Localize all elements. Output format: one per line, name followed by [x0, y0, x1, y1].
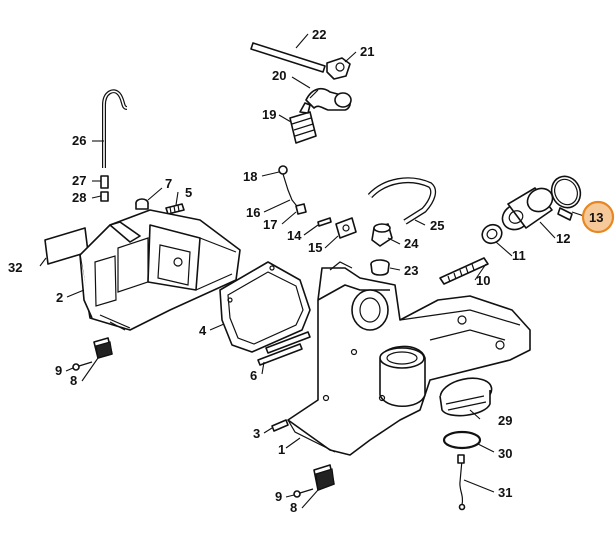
- callout-29[interactable]: 29: [498, 413, 512, 428]
- part-9-screw-lower[interactable]: [293, 488, 314, 498]
- callout-8-lower[interactable]: 8: [290, 500, 297, 515]
- callout-16[interactable]: 16: [246, 205, 260, 220]
- callout-23[interactable]: 23: [404, 263, 418, 278]
- highlight-ring: [581, 200, 615, 234]
- part-7-plug[interactable]: [135, 198, 149, 210]
- part-8-buffer-lower[interactable]: [313, 464, 335, 491]
- part-11-seal-ring[interactable]: [479, 221, 505, 247]
- callout-18[interactable]: 18: [243, 169, 257, 184]
- part-18-eyelet[interactable]: [278, 165, 288, 175]
- callout-32[interactable]: 32: [8, 260, 22, 275]
- callout-9-upper[interactable]: 9: [55, 363, 62, 378]
- callout-22[interactable]: 22: [312, 27, 326, 42]
- part-25-hose[interactable]: [367, 177, 437, 225]
- callout-15[interactable]: 15: [308, 240, 322, 255]
- leader-lines: [39, 33, 585, 509]
- callout-12[interactable]: 12: [556, 231, 570, 246]
- callout-14[interactable]: 14: [287, 228, 302, 243]
- part-23-grommet[interactable]: [370, 259, 390, 276]
- callout-31[interactable]: 31: [498, 485, 512, 500]
- part-15-valve[interactable]: [335, 217, 357, 239]
- part-31-wire[interactable]: [457, 454, 466, 511]
- callout-24[interactable]: 24: [404, 236, 419, 251]
- callout-4[interactable]: 4: [199, 323, 207, 338]
- callout-9-lower[interactable]: 9: [275, 489, 282, 504]
- part-30-o-ring[interactable]: [442, 430, 482, 450]
- part-9-screw-upper[interactable]: [72, 361, 93, 371]
- callout-19[interactable]: 19: [262, 107, 276, 122]
- part-29-cap[interactable]: [438, 374, 495, 417]
- part-26-pickup-tube[interactable]: [102, 89, 128, 168]
- callout-26[interactable]: 26: [72, 133, 86, 148]
- callout-labels: 22 21 20 19 26 27 28 7 5 18 16 17 14 15 …: [8, 27, 615, 515]
- part-13-hose-clamp[interactable]: [547, 172, 586, 221]
- callout-7[interactable]: 7: [165, 176, 172, 191]
- part-12-sleeve[interactable]: [498, 184, 557, 234]
- part-1-crankcase[interactable]: [287, 261, 531, 456]
- part-27-fitting[interactable]: [100, 175, 109, 189]
- callout-28[interactable]: 28: [72, 190, 86, 205]
- callout-5[interactable]: 5: [185, 185, 192, 200]
- part-6-bolt[interactable]: [257, 331, 311, 366]
- callout-20[interactable]: 20: [272, 68, 286, 83]
- part-14-pin[interactable]: [317, 217, 332, 227]
- part-28-plug[interactable]: [100, 191, 109, 202]
- callout-13[interactable]: 13: [589, 210, 603, 225]
- part-22-tube[interactable]: [250, 42, 326, 73]
- part-24-fitting[interactable]: [371, 223, 393, 247]
- callout-2[interactable]: 2: [56, 290, 63, 305]
- callout-11[interactable]: 11: [512, 248, 526, 263]
- callout-3[interactable]: 3: [253, 426, 260, 441]
- part-19-fuel-filter[interactable]: [289, 102, 317, 144]
- part-2-tank-housing[interactable]: [79, 209, 241, 331]
- callout-6[interactable]: 6: [250, 368, 257, 383]
- part-4-gasket[interactable]: [219, 261, 311, 353]
- callout-17[interactable]: 17: [263, 217, 277, 232]
- part-16-wire[interactable]: [282, 173, 301, 211]
- part-8-buffer-upper[interactable]: [93, 337, 113, 359]
- callout-27[interactable]: 27: [72, 173, 86, 188]
- callout-21[interactable]: 21: [360, 44, 374, 59]
- part-20-fuel-hose[interactable]: [305, 87, 352, 111]
- callout-13-highlighted[interactable]: 13: [581, 200, 615, 234]
- part-10-spring[interactable]: [439, 257, 489, 285]
- callout-1[interactable]: 1: [278, 442, 285, 457]
- callout-25[interactable]: 25: [430, 218, 444, 233]
- callout-30[interactable]: 30: [498, 446, 512, 461]
- callout-10[interactable]: 10: [476, 273, 490, 288]
- part-17-clip[interactable]: [295, 203, 307, 215]
- callout-8-upper[interactable]: 8: [70, 373, 77, 388]
- part-3-screw[interactable]: [271, 419, 289, 432]
- part-5-screw[interactable]: [165, 203, 185, 215]
- part-21-elbow-fitting[interactable]: [326, 57, 351, 80]
